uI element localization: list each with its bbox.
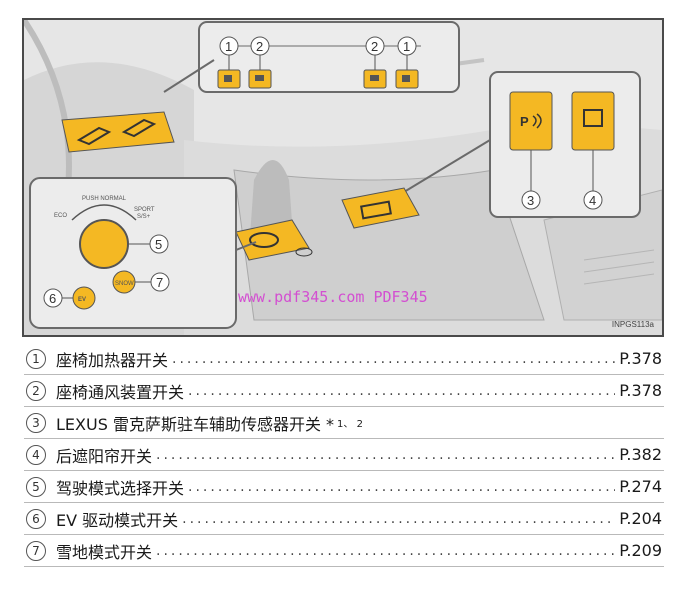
list-item: 7 雪地模式开关 ...............................… <box>24 535 664 567</box>
footnote-marker: 1、 2 <box>337 419 363 430</box>
page-reference[interactable]: P.378 <box>619 381 662 400</box>
callout-3 <box>521 190 541 210</box>
drive-mode-dial <box>79 219 129 269</box>
item-label: 座椅加热器开关 <box>56 350 169 370</box>
callout-5 <box>149 234 169 254</box>
callout-7-text: 7 <box>156 275 163 290</box>
item-number: 6 <box>26 508 46 529</box>
item-number: 7 <box>26 540 46 561</box>
callout-4-text: 4 <box>589 193 596 208</box>
item-label: 座椅通风装置开关 <box>56 382 185 402</box>
callout-4 <box>583 190 603 210</box>
console-illustration: 1 2 2 1 P 3 4 <box>22 18 664 337</box>
watermark: www.pdf345.com PDF345 <box>238 288 428 306</box>
callout-7 <box>150 272 170 292</box>
item-label: 雪地模式开关 <box>56 542 153 562</box>
list-item: 3 LEXUS 雷克萨斯驻车辅助传感器开关 *1、 2 <box>24 407 664 439</box>
snow-button-label: SNOW <box>115 281 134 287</box>
callout-2-right-text: 2 <box>371 39 378 54</box>
mode-label-sport-s: S/S+ <box>137 214 151 220</box>
callout-1-left-text: 1 <box>225 39 232 54</box>
page-reference[interactable]: P.274 <box>619 477 662 496</box>
switch-index-list: 1 座椅加热器开关 ..............................… <box>24 343 664 567</box>
leader-dots: ........................................… <box>182 510 615 527</box>
item-number: 5 <box>26 476 46 497</box>
rear-sunshade-switch <box>571 91 615 151</box>
item-label: LEXUS 雷克萨斯驻车辅助传感器开关 * <box>56 414 335 434</box>
page-reference[interactable]: P.209 <box>619 541 662 560</box>
callout-1-right-text: 1 <box>403 39 410 54</box>
item-number: 4 <box>26 444 46 465</box>
callout-6-text: 6 <box>49 291 56 306</box>
item-label: 驾驶模式选择开关 <box>56 478 185 498</box>
parking-assist-switch <box>509 91 553 151</box>
page-reference[interactable]: P.382 <box>619 445 662 464</box>
item-label: EV 驱动模式开关 <box>56 510 179 530</box>
list-item: 2 座椅通风装置开关 .............................… <box>24 375 664 407</box>
item-number: 1 <box>26 348 46 369</box>
mode-label-sport: SPORT <box>134 207 155 213</box>
mode-label-push-normal: PUSH NORMAL <box>82 196 127 202</box>
page-reference[interactable]: P.378 <box>619 349 662 368</box>
callout-2-left-text: 2 <box>256 39 263 54</box>
item-number: 2 <box>26 380 46 401</box>
item-label: 后遮阳帘开关 <box>56 446 153 466</box>
leader-dots: ........................................… <box>172 350 615 367</box>
callout-5-text: 5 <box>155 237 162 252</box>
item-number: 3 <box>26 412 46 433</box>
list-item: 6 EV 驱动模式开关 ............................… <box>24 503 664 535</box>
image-code: INPGS113a <box>611 320 654 329</box>
leader-dots: ........................................… <box>188 478 615 495</box>
list-item: 4 后遮阳帘开关 ...............................… <box>24 439 664 471</box>
console-drawing: 1 2 2 1 P 3 4 <box>24 20 662 335</box>
parking-assist-label: P <box>520 114 529 129</box>
leader-dots: ........................................… <box>156 446 616 463</box>
callout-6 <box>43 288 63 308</box>
ev-button-label: EV <box>78 297 86 303</box>
page-reference[interactable]: P.204 <box>619 509 662 528</box>
list-item: 5 驾驶模式选择开关 .............................… <box>24 471 664 503</box>
leader-dots: ........................................… <box>156 542 616 559</box>
list-item: 1 座椅加热器开关 ..............................… <box>24 343 664 375</box>
mode-label-eco: ECO <box>54 213 67 219</box>
callout-3-text: 3 <box>527 193 534 208</box>
leader-dots: ........................................… <box>188 382 615 399</box>
